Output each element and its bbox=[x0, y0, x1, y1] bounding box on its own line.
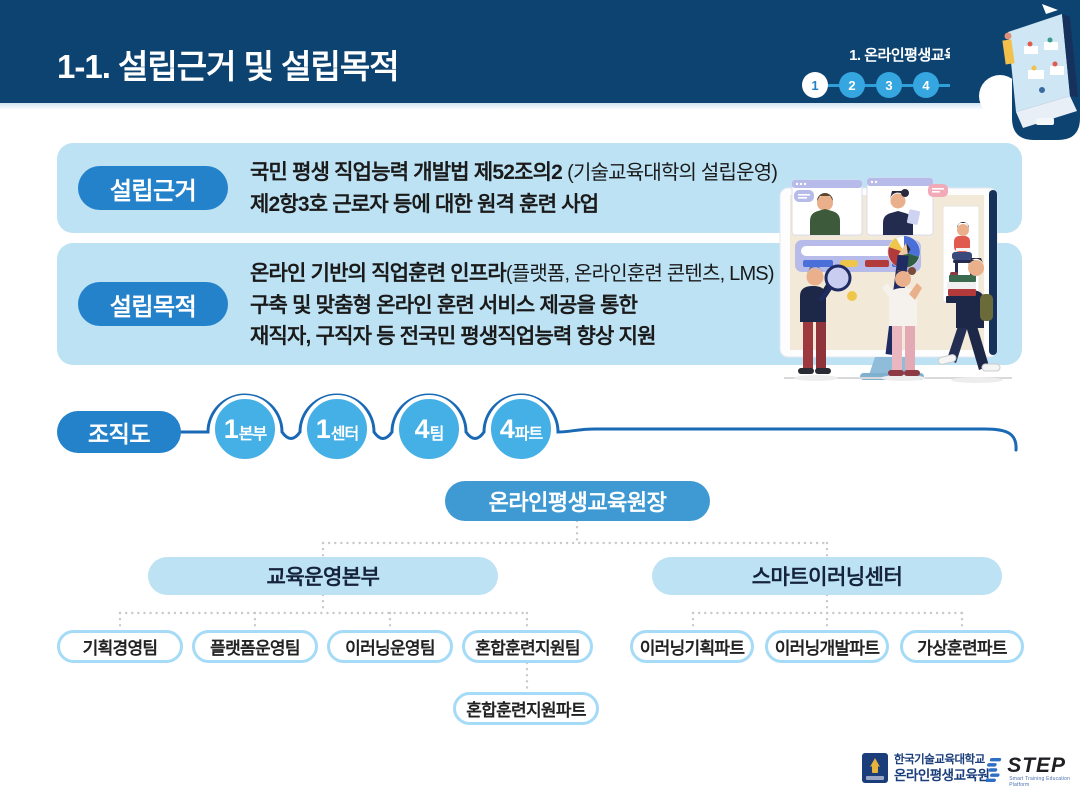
step-circle-3: 3 bbox=[876, 72, 902, 98]
basis-line-2: 제2항3호 근로자 등에 대한 원격 훈련 사업 bbox=[250, 193, 599, 216]
page-title: 1-1. 설립근거 및 설립목적 bbox=[57, 48, 400, 85]
step-logo-icon bbox=[986, 757, 1002, 783]
establish-purpose-label: 설립목적 bbox=[78, 282, 228, 326]
header-bottom-edge bbox=[0, 103, 1080, 110]
part-virtual-training: 가상훈련파트 bbox=[900, 630, 1024, 663]
purpose-line-1: 온라인 기반의 직업훈련 인프라(플랫폼, 온라인훈련 콘텐츠, LMS) bbox=[250, 262, 775, 285]
university-logo: 한국기술교육대학교 온라인평생교육원 bbox=[862, 753, 990, 783]
step-circle-2: 2 bbox=[839, 72, 865, 98]
purpose-line-2: 구축 및 맞춤형 온라인 훈련 서비스 제공을 통한 bbox=[250, 294, 638, 317]
step-circle-4: 4 bbox=[913, 72, 939, 98]
part-elearning-development: 이러닝개발파트 bbox=[765, 630, 889, 663]
purpose-line-3: 재직자, 구직자 등 전국민 평생직업능력 향상 지원 bbox=[250, 325, 656, 348]
step-circle-1: 1 bbox=[802, 72, 828, 98]
step-logo: STEP Smart Training Education Platform bbox=[986, 754, 1080, 788]
establish-purpose-text: 온라인 기반의 직업훈련 인프라(플랫폼, 온라인훈련 콘텐츠, LMS) 구축… bbox=[250, 258, 775, 352]
division-education-operations: 교육운영본부 bbox=[148, 557, 498, 595]
team-elearning-operations: 이러닝운영팀 bbox=[327, 630, 453, 663]
university-logo-icon bbox=[862, 753, 888, 783]
establish-basis-label: 설립근거 bbox=[78, 166, 228, 210]
team-platform-operations: 플랫폼운영팀 bbox=[192, 630, 318, 663]
main-illustration bbox=[779, 177, 1012, 383]
header-illustration bbox=[950, 0, 1080, 140]
team-planning-management: 기획경영팀 bbox=[57, 630, 183, 663]
header-bar: 1-1. 설립근거 및 설립목적 1. 온라인평생교육원 소개 1 2 3 4 … bbox=[0, 0, 1080, 103]
establish-basis-text: 국민 평생 직업능력 개발법 제52조의2 (기술교육대학의 설립운영) 제2항… bbox=[250, 157, 778, 220]
university-logo-text: 한국기술교육대학교 온라인평생교육원 bbox=[894, 754, 990, 783]
step-connector-line bbox=[814, 84, 990, 87]
part-blended-training-support: 혼합훈련지원파트 bbox=[453, 692, 599, 725]
org-root-director: 온라인평생교육원장 bbox=[445, 481, 710, 521]
division-smart-elearning-center: 스마트이러닝센터 bbox=[652, 557, 1002, 595]
step-logo-text: STEP Smart Training Education Platform bbox=[1007, 754, 1071, 788]
org-chart-label: 조직도 bbox=[57, 411, 181, 453]
part-elearning-planning: 이러닝기획파트 bbox=[630, 630, 754, 663]
basis-line-1: 국민 평생 직업능력 개발법 제52조의2 (기술교육대학의 설립운영) bbox=[250, 161, 778, 184]
team-blended-training-support: 혼합훈련지원팀 bbox=[462, 630, 593, 663]
